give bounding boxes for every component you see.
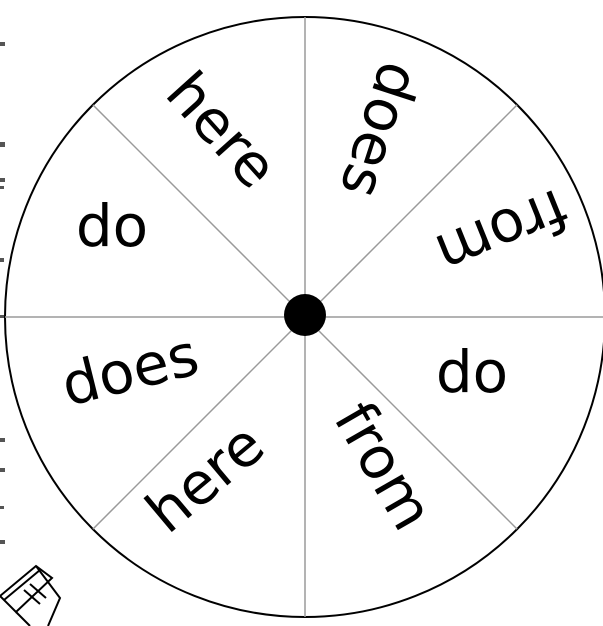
binding-marks bbox=[0, 42, 5, 544]
center-hub bbox=[284, 294, 326, 336]
segment-word: do bbox=[436, 338, 508, 406]
pencil-icon bbox=[0, 566, 60, 626]
segment-word: do bbox=[76, 192, 148, 260]
